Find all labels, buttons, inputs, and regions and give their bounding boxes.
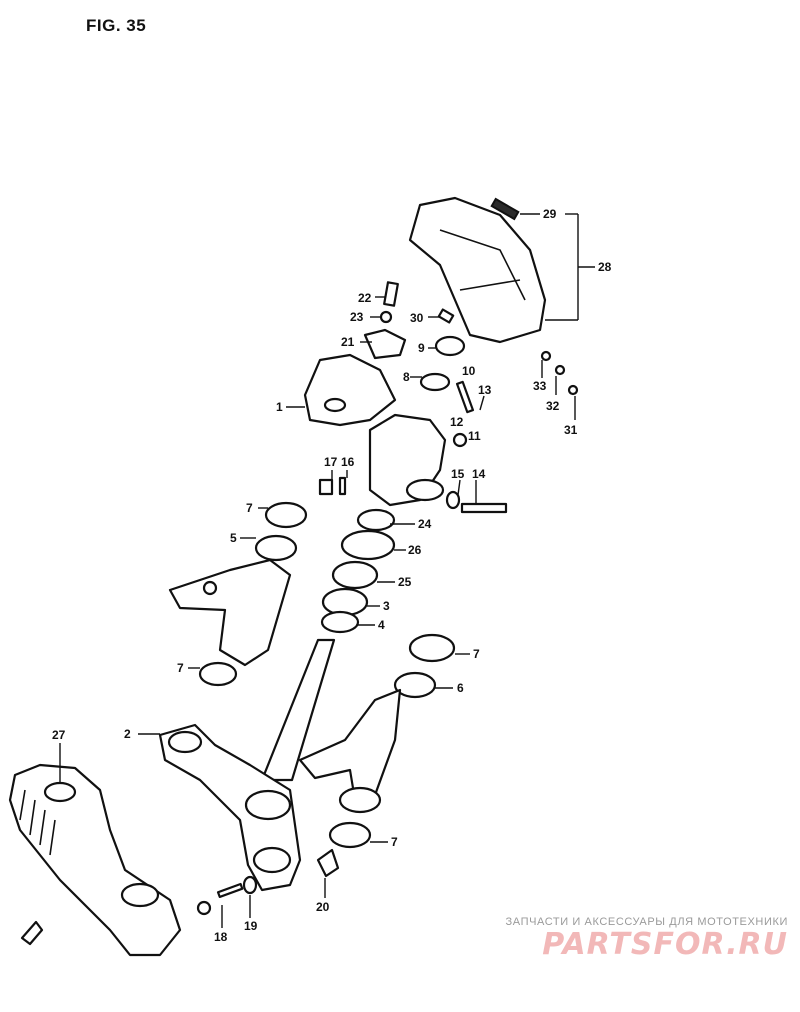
watermark-logo: PARTSFOR.RU (542, 927, 788, 962)
callout-7-top: 7 (246, 501, 253, 515)
callout-5: 5 (230, 531, 237, 545)
callout-7-right: 7 (473, 647, 480, 661)
callout-26: 26 (408, 543, 422, 557)
callout-23: 23 (350, 310, 364, 324)
callout-4: 4 (378, 618, 385, 632)
callout-17: 17 (324, 455, 338, 469)
fasteners-top (318, 281, 579, 514)
callout-22: 22 (358, 291, 372, 305)
callout-20: 20 (316, 900, 330, 914)
callout-30: 30 (410, 311, 424, 325)
part-1-upper-bracket (303, 328, 447, 507)
callout-29: 29 (543, 207, 557, 221)
watermark-caption: ЗАПЧАСТИ И АКСЕССУАРЫ ДЛЯ МОТОТЕХНИКИ (505, 916, 788, 928)
fasteners-bottom (196, 848, 340, 916)
leader-lines (59, 213, 595, 928)
callout-25: 25 (398, 575, 412, 589)
callout-28: 28 (598, 260, 612, 274)
callout-16: 16 (341, 455, 355, 469)
callout-19: 19 (244, 919, 258, 933)
part-28-cover (408, 196, 547, 344)
callout-7-bottom: 7 (391, 835, 398, 849)
callout-6: 6 (457, 681, 464, 695)
callout-9: 9 (418, 341, 425, 355)
callout-numbers: 29 28 22 23 30 21 9 8 10 13 33 32 31 1 1… (124, 207, 612, 914)
part-6-right-bracket (298, 633, 456, 849)
callout-32: 32 (546, 399, 560, 413)
callout-24: 24 (418, 517, 432, 531)
steering-stem (260, 508, 396, 782)
callout-numbers-extra: 14 27 18 19 (52, 467, 486, 944)
callout-1: 1 (276, 400, 283, 414)
callout-11: 11 (468, 429, 481, 443)
part-27-front-plate (8, 763, 182, 957)
callout-15: 15 (451, 467, 465, 481)
callout-27: 27 (52, 728, 66, 742)
figure-title: FIG. 35 (86, 16, 147, 35)
part-2-lower-bracket (158, 723, 302, 892)
callout-8: 8 (403, 370, 410, 384)
callout-10: 10 (462, 364, 476, 378)
callout-7-left: 7 (177, 661, 184, 675)
callout-12: 12 (450, 415, 464, 429)
callout-3: 3 (383, 599, 390, 613)
callout-13: 13 (478, 383, 492, 397)
callout-2: 2 (124, 727, 131, 741)
front-arrow-icon (20, 920, 44, 946)
part-5-left-bracket (168, 501, 308, 687)
callout-18: 18 (214, 930, 228, 944)
callout-31: 31 (564, 423, 578, 437)
watermark: ЗАПЧАСТИ И АКСЕССУАРЫ ДЛЯ МОТОТЕХНИКИ PA… (488, 916, 788, 962)
callout-33: 33 (533, 379, 547, 393)
callout-21: 21 (341, 335, 355, 349)
callout-14: 14 (472, 467, 486, 481)
